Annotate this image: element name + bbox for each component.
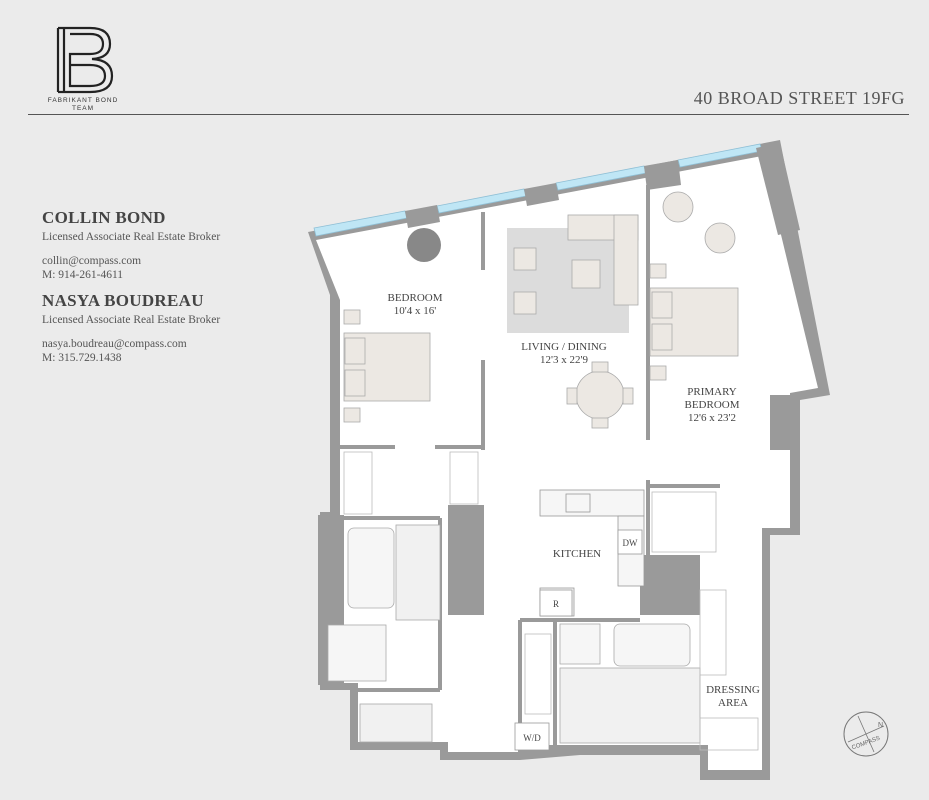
primary-dims: 12'6 x 23'2 bbox=[688, 412, 736, 424]
agent-card-1: COLLIN BOND Licensed Associate Real Esta… bbox=[42, 208, 220, 282]
kitchen-label: KITCHEN bbox=[553, 548, 601, 560]
agent-name: NASYA BOUDREAU bbox=[42, 291, 204, 310]
dressing-label-2: AREA bbox=[718, 697, 748, 709]
compass-text: COMPASS bbox=[851, 736, 881, 752]
bath-wall-block bbox=[448, 505, 484, 615]
core-wall-block bbox=[640, 555, 700, 615]
baths bbox=[327, 524, 701, 744]
logo-text: FABRIKANT BOND TEAM bbox=[38, 97, 128, 113]
agent-email[interactable]: collin@compass.com bbox=[42, 255, 142, 267]
dining-table bbox=[566, 361, 634, 429]
agent-title: Licensed Associate Real Estate Broker bbox=[42, 231, 221, 243]
compass-rose-icon: N COMPASS bbox=[843, 711, 889, 757]
dressing-label-1: DRESSING bbox=[706, 684, 760, 696]
refrigerator-label: R bbox=[553, 599, 559, 609]
agent-name: COLLIN BOND bbox=[42, 208, 166, 227]
refrigerator bbox=[539, 589, 573, 617]
agent-phone[interactable]: M: 315.729.1438 bbox=[42, 352, 122, 364]
closets bbox=[343, 451, 759, 751]
primary-label-1: PRIMARY bbox=[687, 386, 737, 398]
logo-team: TEAM bbox=[71, 105, 95, 112]
living-rug bbox=[507, 228, 629, 333]
living-dims: 12'3 x 22'9 bbox=[540, 354, 588, 366]
dishwasher-label: DW bbox=[623, 538, 638, 548]
bedroom-round-table bbox=[407, 228, 441, 262]
living-furniture bbox=[513, 214, 639, 315]
primary-bed bbox=[649, 191, 739, 381]
bedroom-dims: 10'4 x 16' bbox=[394, 305, 436, 317]
washer-dryer bbox=[514, 722, 550, 751]
primary-label-2: BEDROOM bbox=[684, 399, 739, 411]
fabrikant-bond-logo bbox=[56, 26, 114, 94]
agent-card-2: NASYA BOUDREAU Licensed Associate Real E… bbox=[42, 291, 220, 365]
washer-dryer-label: W/D bbox=[523, 733, 541, 743]
agent-email[interactable]: nasya.boudreau@compass.com bbox=[42, 338, 187, 350]
bedroom-label: BEDROOM bbox=[387, 292, 442, 304]
svg-text:N: N bbox=[878, 722, 883, 729]
logo-name: FABRIKANT BOND bbox=[47, 97, 119, 104]
dishwasher bbox=[617, 529, 643, 555]
wall-piers bbox=[405, 143, 800, 450]
header-divider bbox=[28, 114, 909, 115]
listing-address: 40 BROAD STREET 19FG bbox=[693, 88, 905, 108]
agent-phone[interactable]: M: 914-261-4611 bbox=[42, 269, 124, 281]
living-label: LIVING / DINING bbox=[521, 341, 607, 353]
agent-title: Licensed Associate Real Estate Broker bbox=[42, 314, 221, 326]
bedroom-bed bbox=[343, 309, 431, 423]
